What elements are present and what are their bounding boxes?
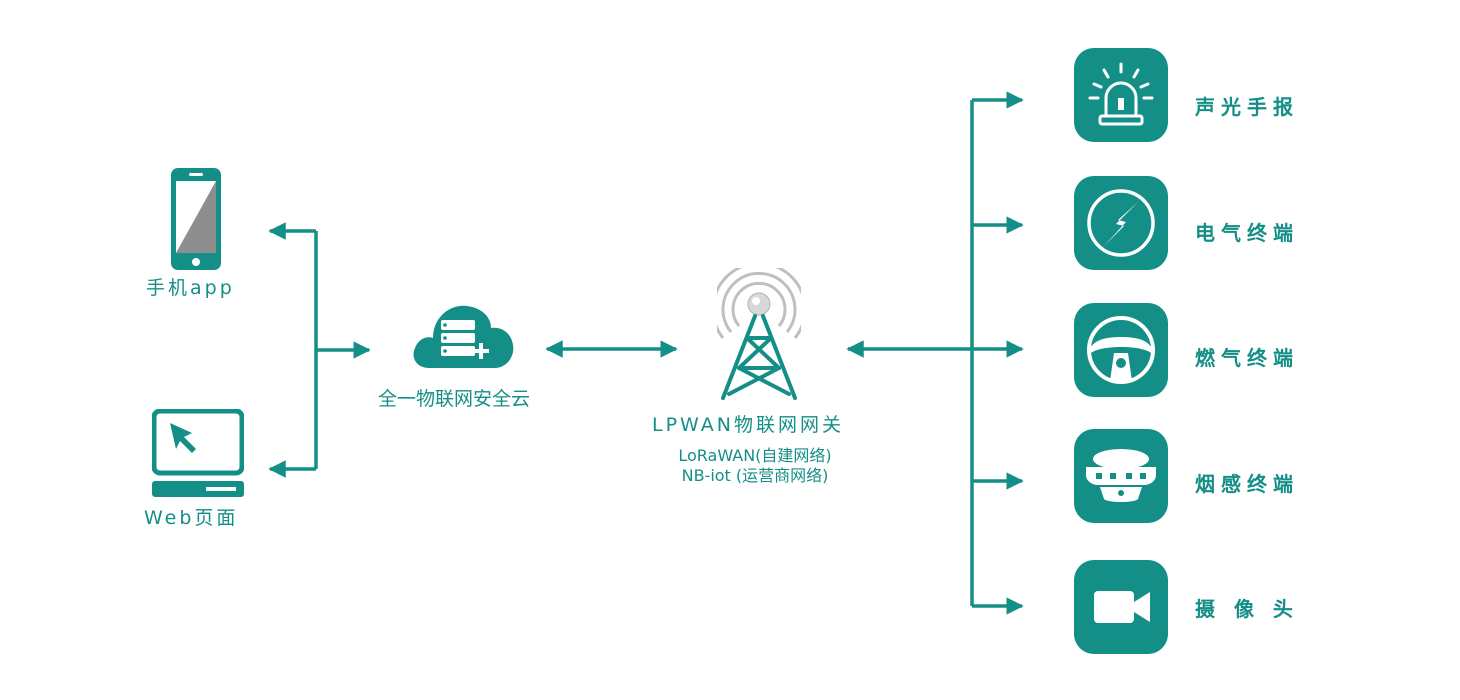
device-label-electric: 电气终端 (1195, 221, 1299, 245)
camera-icon (1094, 591, 1150, 623)
monitor-icon (152, 409, 244, 497)
gateway-lorawan-line: LoRaWAN(自建网络) (678, 446, 832, 465)
phone-app-label: 手机app (146, 277, 235, 299)
device-label-smoke: 烟感终端 (1195, 472, 1299, 496)
cloud-server-icon (413, 305, 514, 368)
device-label-camera: 摄 像 头 (1195, 597, 1299, 621)
alarm-beacon-icon (1088, 62, 1154, 126)
device-label-gas: 燃气终端 (1195, 346, 1299, 370)
device-tile-smoke (1074, 429, 1168, 523)
smoke-detector-icon (1086, 449, 1156, 502)
gateway-title: LPWAN物联网网关 (652, 414, 845, 436)
lightning-gauge-icon (1087, 189, 1155, 257)
device-label-alarm: 声光手报 (1195, 95, 1299, 119)
device-tile-gas (1074, 303, 1168, 397)
device-tile-alarm (1074, 48, 1168, 142)
smartphone-icon (171, 168, 221, 270)
gas-valve-icon (1087, 316, 1155, 384)
cloud-label: 全一物联网安全云 (378, 388, 531, 410)
device-tile-electric (1074, 176, 1168, 270)
gateway-nbiot-line: NB-iot (运营商网络) (681, 466, 829, 485)
web-page-label: Web页面 (144, 507, 239, 529)
signal-tower-icon (717, 268, 801, 400)
device-tile-camera (1074, 560, 1168, 654)
